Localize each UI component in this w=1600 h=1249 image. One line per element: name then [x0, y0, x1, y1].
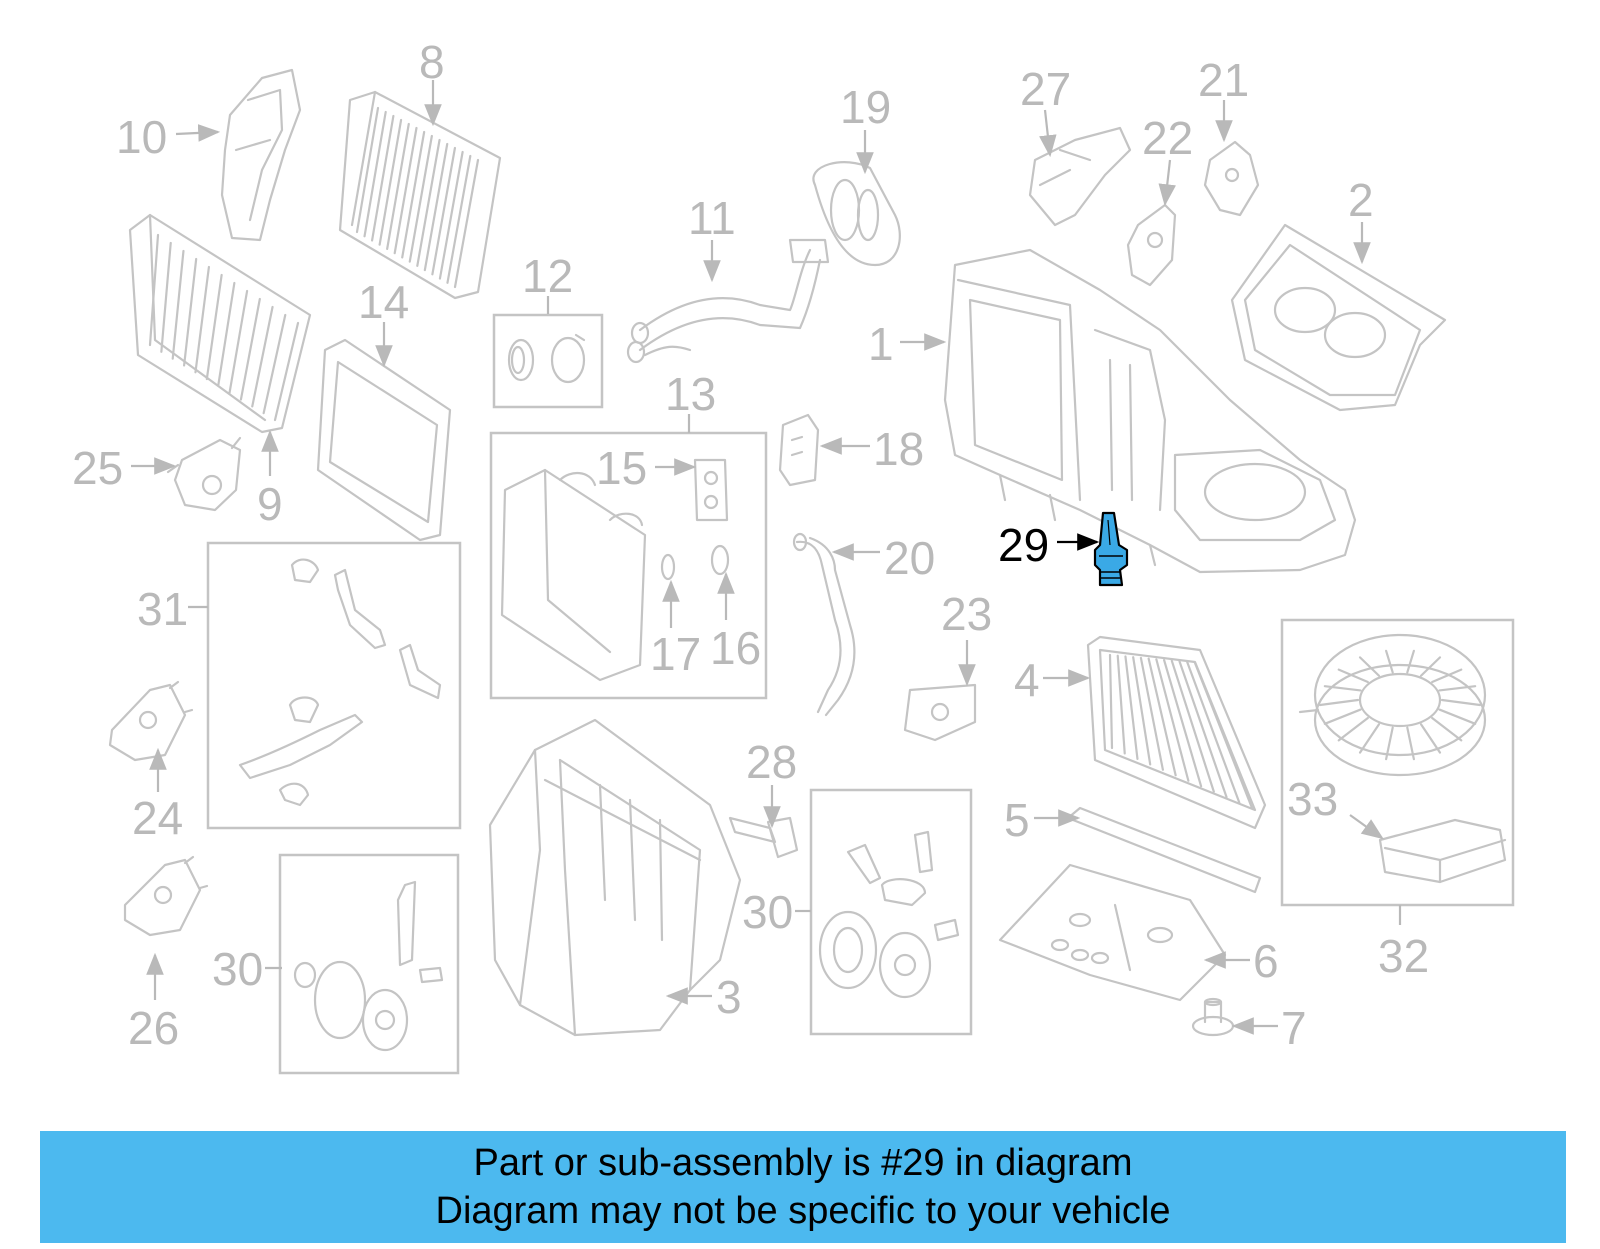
callout-30-left: 30 — [212, 943, 263, 995]
callout-19: 19 — [840, 81, 891, 133]
part-30-left-box — [278, 853, 460, 1075]
callout-25: 25 — [72, 442, 123, 494]
part-7-fastener — [1191, 997, 1235, 1037]
callout-12: 12 — [522, 250, 573, 302]
callout-31: 31 — [137, 583, 188, 635]
part-4-cabin-filter — [1086, 635, 1267, 830]
part-18-sensor — [778, 413, 820, 487]
callout-7: 7 — [1281, 1002, 1307, 1054]
leader-lines — [131, 80, 1402, 1035]
callout-6: 6 — [1253, 935, 1279, 987]
part-13-assembly-box — [489, 431, 768, 700]
callout-27: 27 — [1020, 63, 1071, 115]
callout-11: 11 — [688, 192, 736, 244]
part-6-cover-plate — [998, 863, 1227, 1002]
part-32-blower-box — [1280, 618, 1515, 907]
part-27-actuator — [1028, 126, 1132, 227]
callout-30-middle: 30 — [742, 886, 793, 938]
callout-23: 23 — [941, 588, 992, 640]
callout-2: 2 — [1348, 174, 1374, 226]
callout-21: 21 — [1198, 54, 1249, 106]
callout-26: 26 — [128, 1002, 179, 1054]
callout-18: 18 — [873, 423, 924, 475]
part-3-lower-housing — [488, 718, 742, 1037]
callout-10: 10 — [116, 111, 167, 163]
callout-22: 22 — [1142, 112, 1193, 164]
callout-33: 33 — [1287, 773, 1338, 825]
part-28-sensor — [728, 816, 799, 859]
part-33-resistor — [1378, 818, 1507, 884]
info-banner: Part or sub-assembly is #29 in diagram D… — [40, 1131, 1566, 1243]
part-11-ac-line — [626, 238, 830, 364]
callout-24: 24 — [132, 792, 183, 844]
part-22-actuator — [1126, 203, 1177, 287]
callout-labels: 10 8 19 11 12 14 9 25 13 15 17 16 18 20 … — [72, 36, 1429, 1054]
callout-4: 4 — [1014, 654, 1040, 706]
part-20-hose — [792, 532, 856, 717]
part-24-actuator — [108, 680, 194, 762]
part-2-upper-housing — [1230, 223, 1447, 412]
part-30-middle-box — [809, 788, 973, 1036]
callout-1: 1 — [868, 318, 894, 370]
callout-9: 9 — [257, 478, 283, 530]
part-14-filter-frame — [316, 338, 452, 542]
part-1-hvac-housing — [943, 248, 1357, 574]
banner-line-part: Part or sub-assembly is #29 in diagram — [473, 1142, 1133, 1184]
part-31-linkage-box — [206, 541, 462, 830]
callout-14: 14 — [358, 276, 409, 328]
callout-17: 17 — [650, 628, 701, 680]
callout-15: 15 — [596, 442, 647, 494]
part-21-actuator — [1203, 140, 1260, 217]
part-23-actuator — [903, 683, 977, 742]
callout-16: 16 — [710, 622, 761, 674]
part-26-actuator — [123, 855, 209, 937]
part-8-heater-core — [338, 90, 502, 300]
part-9-evaporator — [128, 213, 312, 434]
part-19-seal — [812, 161, 901, 267]
banner-line-disclaimer: Diagram may not be specific to your vehi… — [435, 1190, 1171, 1232]
part-10-bracket — [220, 68, 302, 242]
callout-29[interactable]: 29 — [998, 519, 1049, 571]
callout-13: 13 — [665, 368, 716, 420]
callout-5: 5 — [1004, 794, 1030, 846]
callout-8: 8 — [419, 36, 445, 88]
callout-32: 32 — [1378, 930, 1429, 982]
callout-20: 20 — [884, 532, 935, 584]
part-12-clamp-box — [492, 313, 604, 409]
part-25-actuator — [166, 436, 242, 512]
callout-3: 3 — [716, 971, 742, 1023]
callout-28: 28 — [746, 736, 797, 788]
